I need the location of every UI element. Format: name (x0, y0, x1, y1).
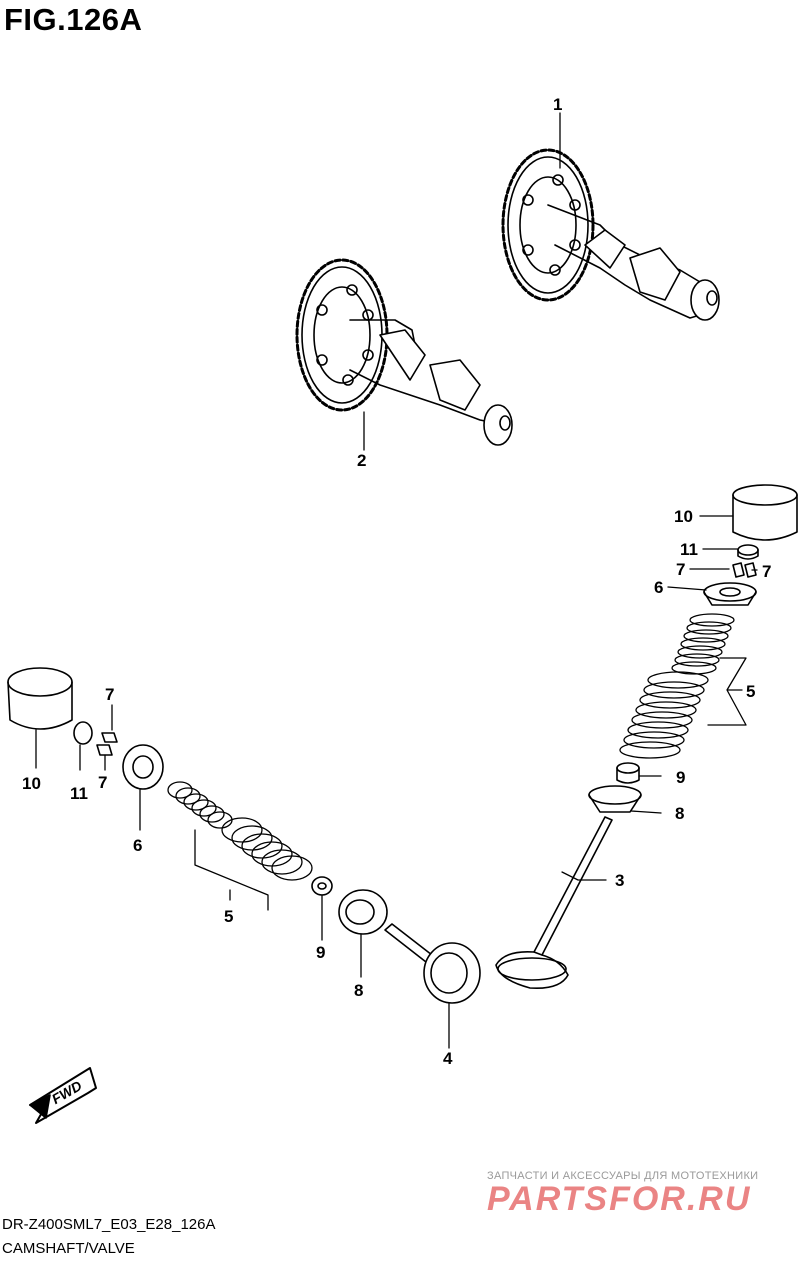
callout-4: 4 (443, 1049, 453, 1068)
section-name: CAMSHAFT/VALVE (2, 1240, 135, 1257)
leader-lines (35, 112, 758, 1049)
callout-7-left-bottom: 7 (98, 773, 107, 792)
camshaft-1-drawing (501, 148, 720, 321)
callout-9-left: 9 (316, 943, 325, 962)
callout-7-right-b: 7 (762, 562, 771, 581)
callout-10-right: 10 (674, 507, 693, 526)
callout-labels: 1 2 3 4 5 5 6 6 7 7 7 7 8 8 9 9 10 10 11… (22, 95, 771, 1068)
callout-8-left: 8 (354, 981, 363, 1000)
callout-7-left-top: 7 (105, 685, 114, 704)
left-valve-train-drawing (7, 667, 481, 1004)
callout-9-right: 9 (676, 768, 685, 787)
callout-10-left: 10 (22, 774, 41, 793)
right-valve-train-drawing (495, 484, 798, 990)
watermark-logo: PARTSFOR.RU (487, 1180, 752, 1218)
callout-5-left: 5 (224, 907, 233, 926)
callout-6-left: 6 (133, 836, 142, 855)
callout-3: 3 (615, 871, 624, 890)
callout-7-right-a: 7 (676, 560, 685, 579)
watermark-tagline: ЗАПЧАСТИ И АКСЕССУАРЫ ДЛЯ МОТОТЕХНИКИ (487, 1170, 759, 1182)
callout-11-left: 11 (70, 784, 88, 803)
callout-11-right: 11 (680, 540, 698, 559)
figure-title: FIG.126A (4, 2, 143, 37)
callout-5-right: 5 (746, 682, 755, 701)
callout-8-right: 8 (675, 804, 684, 823)
callout-1: 1 (553, 95, 562, 114)
model-code: DR-Z400SML7_E03_E28_126A (2, 1216, 216, 1233)
callout-2: 2 (357, 451, 366, 470)
callout-6-right: 6 (654, 578, 663, 597)
camshaft-2-drawing (295, 258, 513, 446)
fwd-marker (29, 1067, 97, 1124)
